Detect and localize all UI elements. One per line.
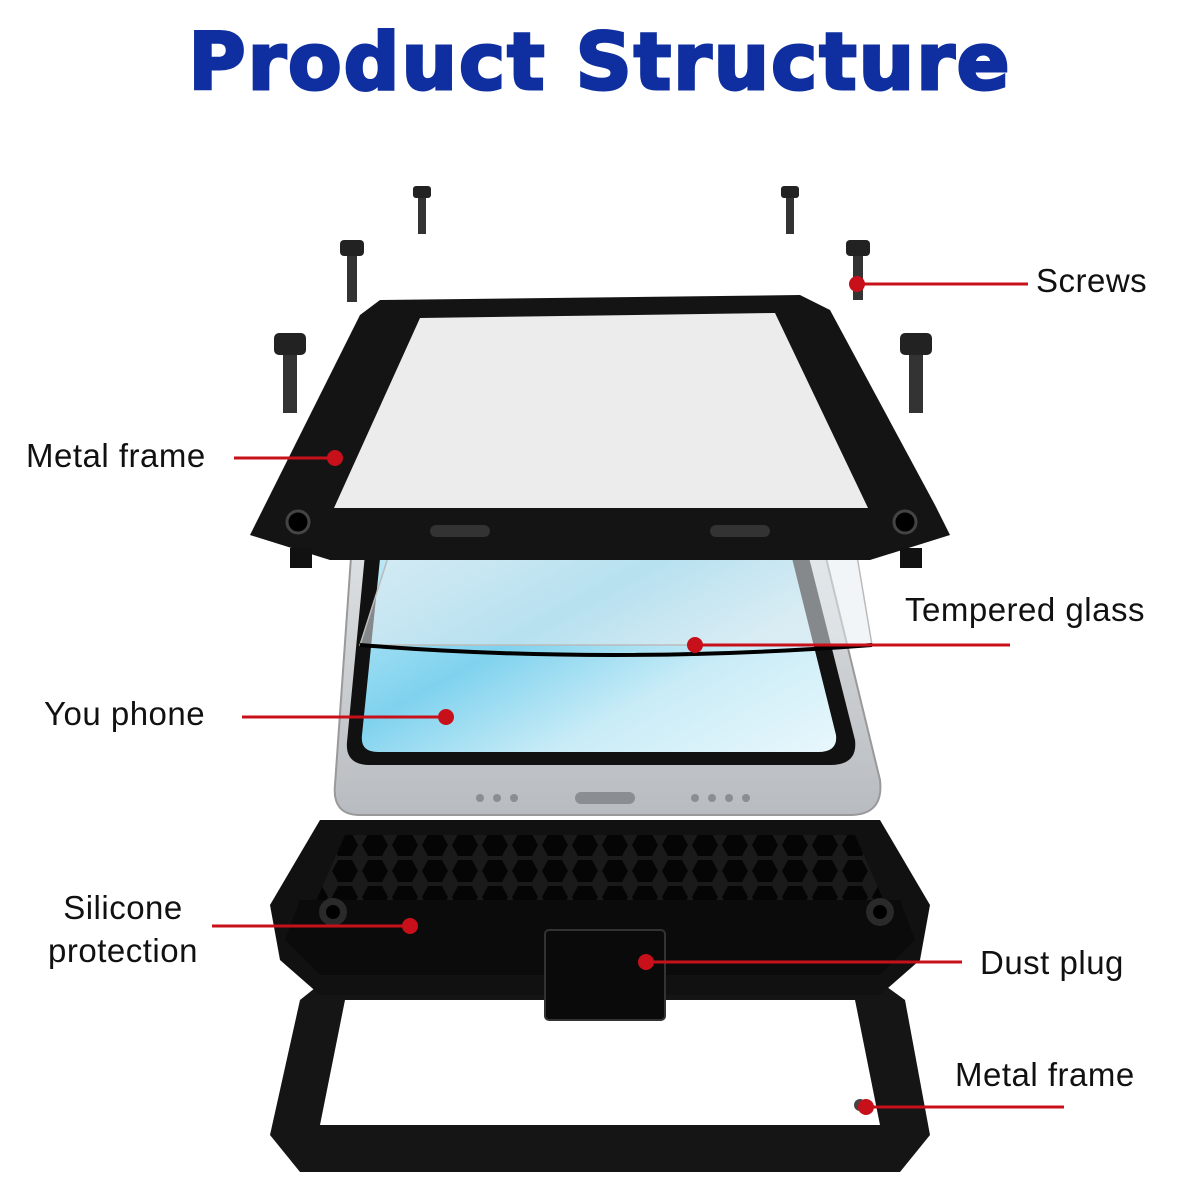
screw-icon xyxy=(274,333,306,413)
page-title: Product Structure xyxy=(187,17,1012,110)
label-screws: Screws xyxy=(1036,262,1148,299)
silicone-protection xyxy=(270,820,930,995)
label-silicone-protection: Silicone protection xyxy=(48,889,198,969)
screw-icon xyxy=(413,186,431,234)
speaker-holes xyxy=(476,792,750,804)
bottom-metal-frame xyxy=(270,960,930,1172)
top-metal-frame xyxy=(250,295,950,568)
dust-plug xyxy=(544,929,666,1021)
screw-icon xyxy=(340,240,364,302)
screws xyxy=(274,186,932,413)
label-tempered-glass: Tempered glass xyxy=(905,591,1145,628)
label-metal-frame-bottom: Metal frame xyxy=(955,1056,1135,1093)
screw-icon xyxy=(781,186,799,234)
callouts xyxy=(212,276,1064,1115)
label-metal-frame-top: Metal frame xyxy=(26,437,206,474)
label-phone: You phone xyxy=(44,695,206,732)
label-dust-plug: Dust plug xyxy=(980,944,1124,981)
screw-icon xyxy=(900,333,932,413)
